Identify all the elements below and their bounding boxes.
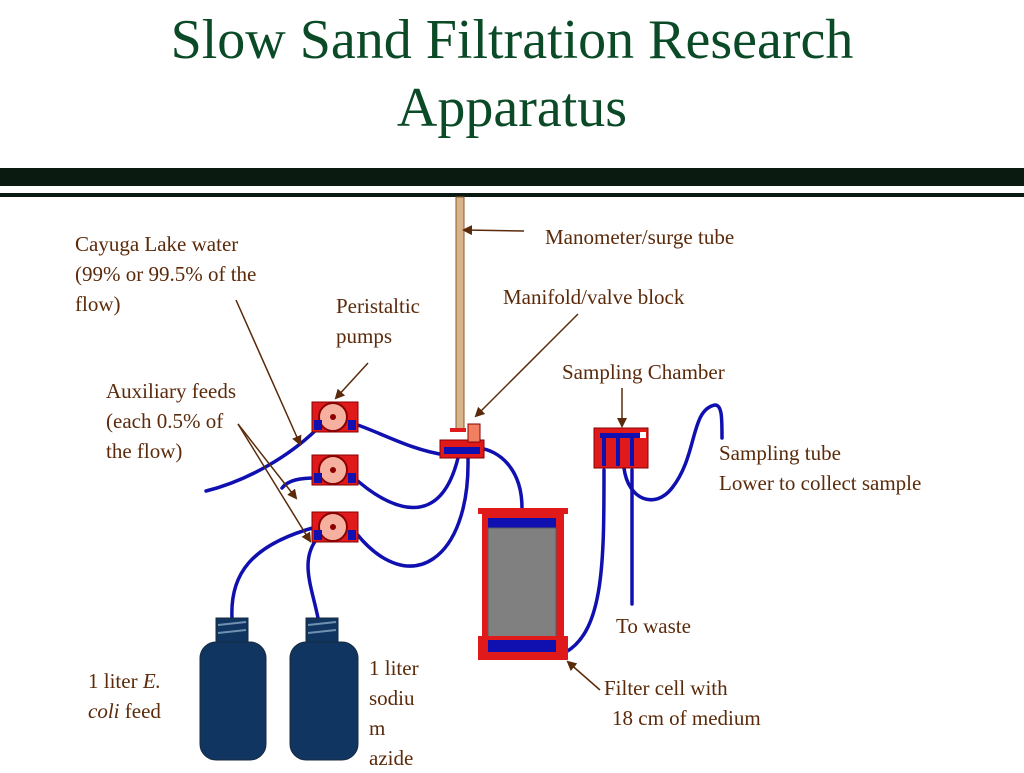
label-sampling-tube-line-2: Lower to collect sample	[719, 471, 922, 495]
arrow-lake-water	[235, 299, 302, 446]
label-aux-line-3: the flow)	[106, 439, 183, 463]
manometer-tube	[455, 196, 465, 430]
title-line-1: Slow Sand Filtration Research	[170, 9, 854, 71]
tubing-filter-to-chamber	[564, 468, 606, 654]
tubing-azide-to-pump	[306, 538, 320, 620]
page-title: Slow Sand Filtration Research Apparatus	[0, 6, 1024, 142]
label-lake-water: Cayuga Lake water (99% or 99.5% of the f…	[75, 229, 256, 319]
label-ecoli-italic-1: E.	[142, 669, 161, 693]
label-sampling-chamber: Sampling Chamber	[562, 360, 725, 384]
label-manifold: Manifold/valve block	[503, 285, 685, 309]
label-ecoli-prefix: 1 liter	[88, 669, 143, 693]
label-pumps-line-2: pumps	[336, 324, 393, 348]
title-line-2: Apparatus	[396, 77, 628, 139]
arrow-manometer	[462, 225, 525, 236]
arrow-pumps	[334, 362, 369, 400]
divider-thin-line	[0, 193, 1024, 197]
sampling-chamber	[593, 427, 649, 469]
peristaltic-pump-3	[311, 511, 359, 543]
label-ecoli-feed: 1 liter E. coli feed	[88, 666, 161, 726]
tubing-manifold-to-filter	[476, 446, 524, 510]
tubing-pump2-to-manifold	[350, 456, 460, 510]
manifold-valve-block	[439, 423, 485, 459]
arrow-aux-1	[237, 423, 298, 500]
tubing-pump3-to-manifold	[354, 456, 470, 568]
label-pumps: Peristaltic pumps	[336, 291, 420, 351]
label-ecoli-suffix: feed	[119, 699, 161, 723]
label-filter-cell: Filter cell with 18 cm of medium	[604, 673, 761, 733]
label-aux-line-1: Auxiliary feeds	[106, 379, 237, 403]
label-filter-line-2: 18 cm of medium	[612, 706, 761, 730]
label-aux-line-2: (each 0.5% of	[106, 409, 224, 433]
label-sodium-azide: 1 liter sodiu m azide	[369, 653, 419, 773]
tubing-sampling-tube	[622, 403, 724, 502]
tubing-ecoli-to-pump	[230, 525, 318, 620]
ecoli-feed-bottle	[199, 617, 267, 761]
sodium-azide-bottle	[289, 617, 359, 761]
label-azide-line-4: azide	[369, 746, 414, 770]
label-to-waste: To waste	[616, 614, 691, 638]
arrow-aux-2	[237, 423, 312, 543]
peristaltic-pump-2	[311, 454, 359, 486]
label-pumps-line-1: Peristaltic	[336, 294, 420, 318]
label-azide-line-1: 1 liter	[369, 656, 419, 680]
label-filter-line-1: Filter cell with	[604, 676, 728, 700]
divider-dark-band	[0, 168, 1024, 186]
tubing-pump1-to-manifold	[350, 421, 448, 457]
label-azide-line-2: sodiu	[369, 686, 415, 710]
label-sampling-tube: Sampling tube Lower to collect sample	[719, 438, 921, 498]
peristaltic-pump-1	[311, 401, 359, 433]
label-sampling-tube-line-1: Sampling tube	[719, 441, 841, 465]
arrow-manifold	[474, 313, 579, 418]
tubing-lake-inlet	[204, 428, 318, 493]
label-auxiliary-feeds: Auxiliary feeds (each 0.5% of the flow)	[106, 376, 236, 466]
label-lake-line-3: flow)	[75, 292, 121, 316]
label-manometer: Manometer/surge tube	[545, 225, 735, 249]
arrow-filter-cell	[566, 660, 601, 691]
label-lake-line-1: Cayuga Lake water	[75, 232, 239, 256]
label-ecoli-italic-2: coli	[88, 699, 120, 723]
filter-cell	[478, 508, 568, 660]
label-lake-line-2: (99% or 99.5% of the	[75, 262, 257, 286]
label-azide-line-3: m	[369, 716, 386, 740]
